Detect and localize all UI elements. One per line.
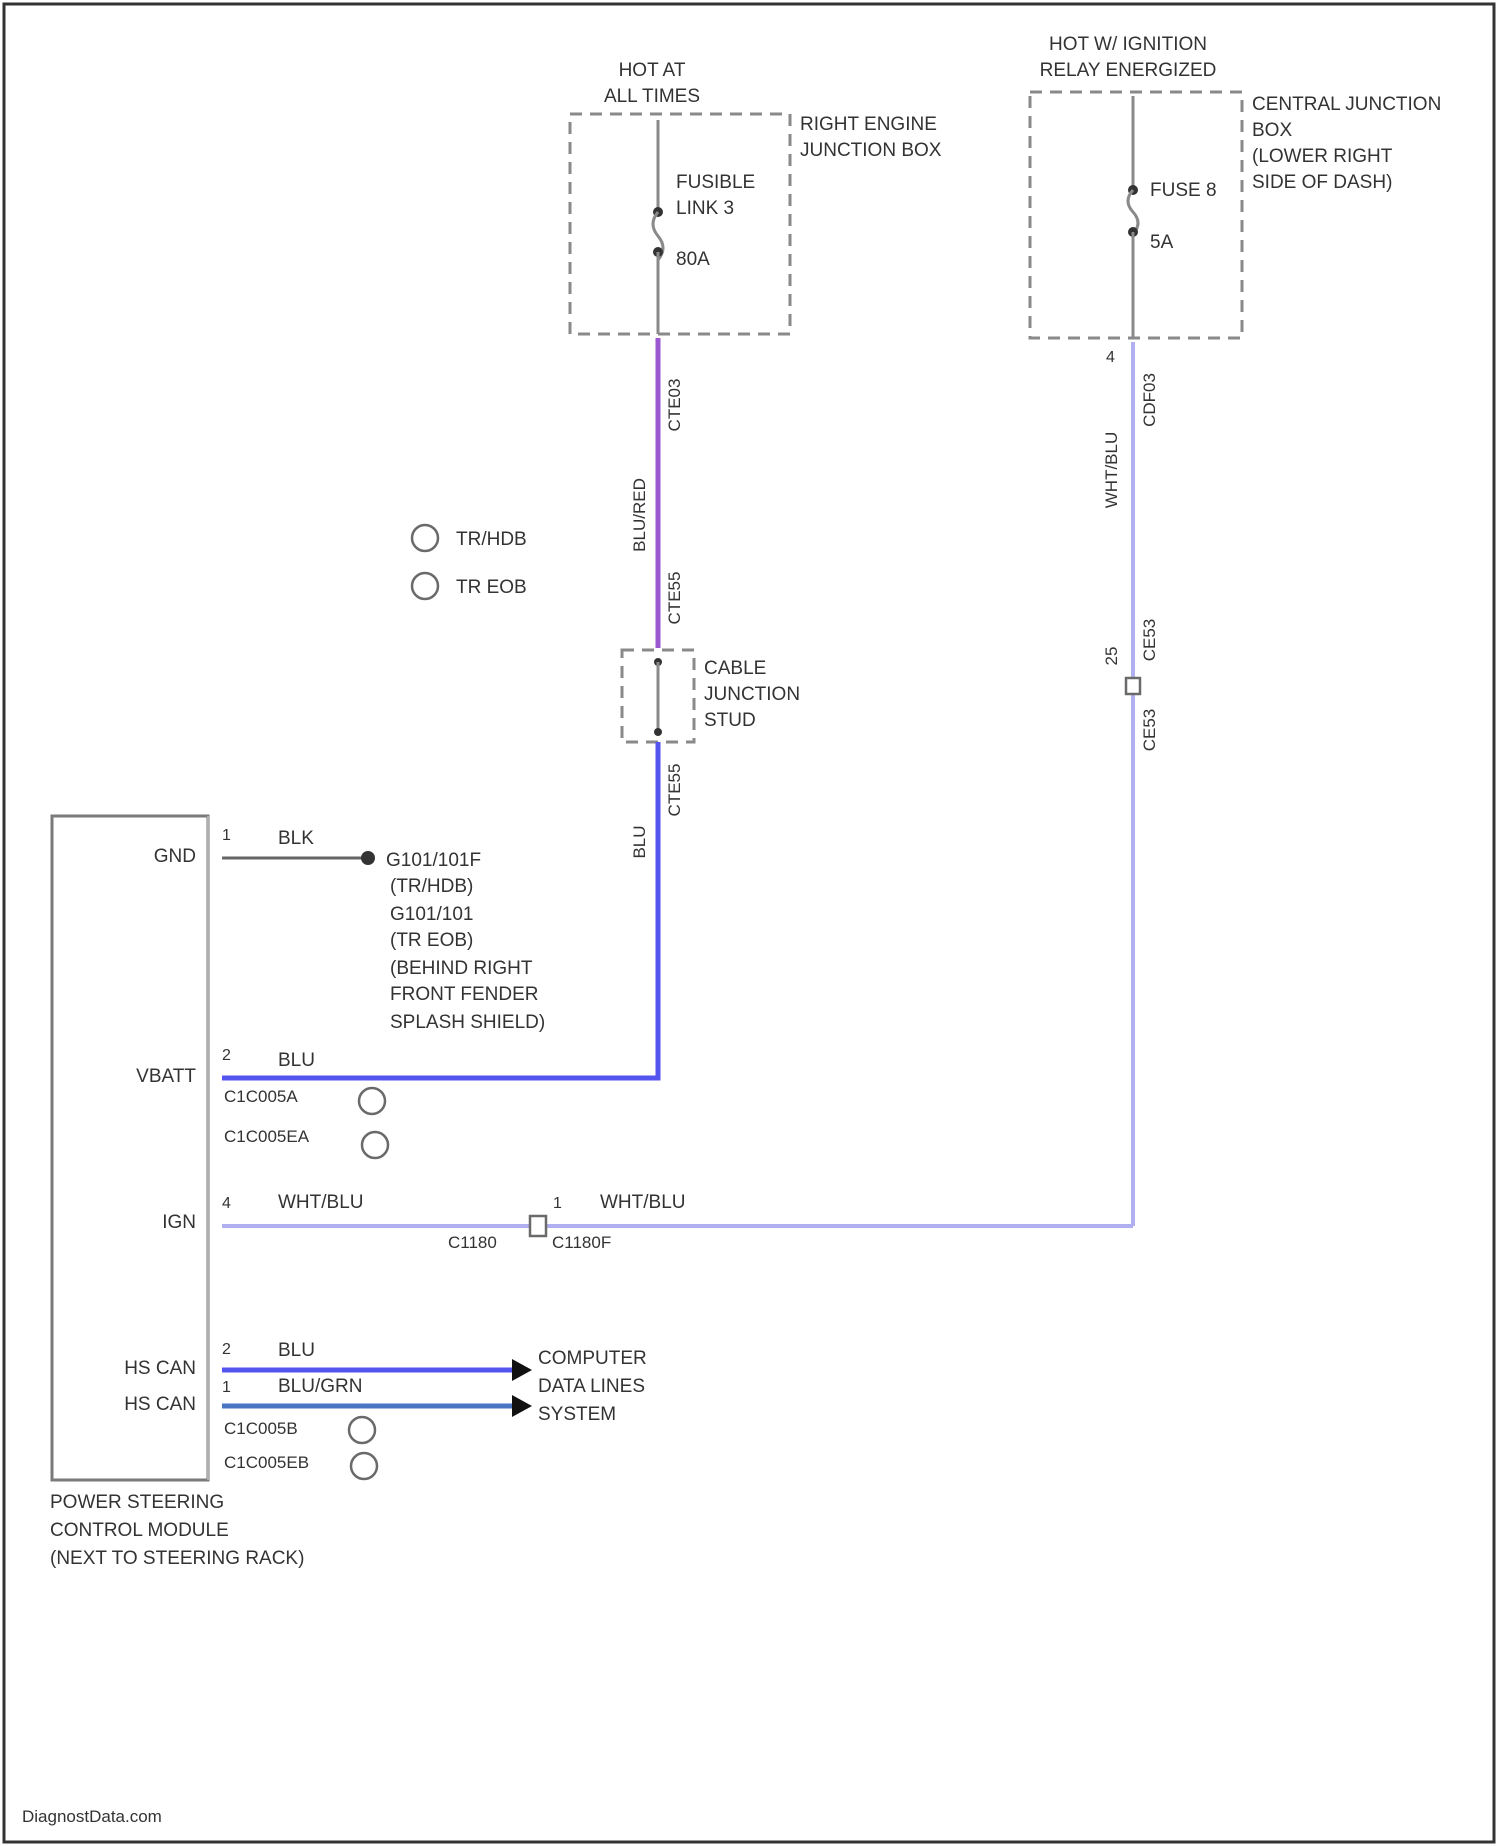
ground-label-line2: (TR/HDB)	[390, 876, 473, 897]
cjb-pin-number: 4	[1106, 349, 1115, 366]
can-destination-line1: COMPUTER	[538, 1348, 647, 1369]
wht-blu-pin-label: 25	[1102, 647, 1121, 666]
fuse-8-label: FUSE 8	[1150, 180, 1217, 201]
connector-c1180: C1180	[448, 1233, 497, 1252]
gnd-pin-number: 1	[222, 827, 231, 844]
hs-can-high-pin-number: 2	[222, 1341, 231, 1358]
hot-at-all-times-line1: HOT AT	[619, 60, 686, 81]
hot-w-ignition-line2: RELAY ENERGIZED	[1040, 60, 1217, 81]
inline-connector-marker	[1126, 678, 1140, 694]
cable-junction-stud-line2: JUNCTION	[704, 684, 800, 705]
rejb-label-line1: RIGHT ENGINE	[800, 114, 937, 135]
watermark-text: DiagnostData.com	[22, 1807, 162, 1826]
vbatt-circuit-label: CTE55	[665, 764, 684, 817]
cjb-label-line1: CENTRAL JUNCTION	[1252, 94, 1441, 115]
cjb-label-line4: SIDE OF DASH)	[1252, 172, 1392, 193]
connector-c1c005a: C1C005A	[224, 1087, 298, 1106]
can-destination-line3: SYSTEM	[538, 1404, 616, 1425]
hs-can-low-color: BLU/GRN	[278, 1376, 362, 1397]
module-name-line2: CONTROL MODULE	[50, 1520, 229, 1541]
module-pin-vbatt-label: VBATT	[136, 1066, 196, 1087]
ign-wire-color-right: WHT/BLU	[600, 1192, 686, 1213]
module-pin-ign-label: IGN	[162, 1212, 196, 1233]
ign-connector-pin: 1	[553, 1195, 562, 1212]
wht-blu-lower-circuit-a: CE53	[1140, 619, 1159, 662]
ign-wire-color-left: WHT/BLU	[278, 1192, 364, 1213]
c1180-inline-connector	[530, 1216, 546, 1236]
can-destination-line2: DATA LINES	[538, 1376, 645, 1397]
ground-label-line7: SPLASH SHIELD)	[390, 1012, 545, 1033]
variant-tr-eob-label: TR EOB	[456, 577, 527, 598]
ground-label-line1: G101/101F	[386, 850, 481, 871]
module-name-line3: (NEXT TO STEERING RACK)	[50, 1548, 304, 1569]
connector-c1180f: C1180F	[552, 1233, 611, 1252]
connector-c1c005ea: C1C005EA	[224, 1127, 310, 1146]
cjb-label-line2: BOX	[1252, 120, 1292, 141]
blu-red-color-label: BLU/RED	[630, 478, 649, 552]
ground-label-line5: (BEHIND RIGHT	[390, 958, 533, 979]
power-steering-control-module-box	[52, 816, 208, 1480]
module-pin-hs-can-high-label: HS CAN	[124, 1358, 196, 1379]
ground-terminal-dot	[361, 851, 375, 865]
variant-tr-hdb-label: TR/HDB	[456, 529, 527, 550]
connector-c1c005b: C1C005B	[224, 1419, 298, 1438]
connector-c1c005b-variant-marker	[349, 1417, 375, 1443]
hs-can-high-arrow-icon	[512, 1359, 532, 1381]
hot-at-all-times-line2: ALL TIMES	[604, 86, 700, 107]
ground-label-line6: FRONT FENDER	[390, 984, 538, 1005]
ground-wire-color: BLK	[278, 828, 314, 849]
blu-red-circuit-label: CTE03	[665, 379, 684, 432]
rejb-label-line2: JUNCTION BOX	[800, 140, 942, 161]
wht-blu-circuit-label: CDF03	[1140, 373, 1159, 427]
module-name-line1: POWER STEERING	[50, 1492, 224, 1513]
ground-label-line4: (TR EOB)	[390, 930, 473, 951]
hs-can-high-color: BLU	[278, 1340, 315, 1361]
connector-c1c005eb: C1C005EB	[224, 1453, 309, 1472]
right-engine-junction-box	[570, 114, 790, 334]
cjb-label-line3: (LOWER RIGHT	[1252, 146, 1393, 167]
module-pin-gnd-label: GND	[154, 846, 196, 867]
variant-marker-tr-hdb	[412, 525, 438, 551]
connector-c1c005a-variant-marker	[359, 1088, 385, 1114]
hs-can-low-arrow-icon	[512, 1395, 532, 1417]
fusible-link-label-line2: LINK 3	[676, 198, 734, 219]
fusible-link-label-line1: FUSIBLE	[676, 172, 755, 193]
vbatt-pin-number: 2	[222, 1047, 231, 1064]
stud-terminal-bottom	[654, 728, 662, 736]
cable-junction-stud-line3: STUD	[704, 710, 756, 731]
wht-blu-lower-circuit-b: CE53	[1140, 709, 1159, 752]
wht-blu-color-label-vertical: WHT/BLU	[1102, 432, 1121, 509]
cable-junction-stud-line1: CABLE	[704, 658, 766, 679]
hot-w-ignition-line1: HOT W/ IGNITION	[1049, 34, 1207, 55]
blu-red-lower-circuit-label: CTE55	[665, 572, 684, 625]
variant-marker-tr-eob	[412, 573, 438, 599]
connector-c1c005eb-variant-marker	[351, 1453, 377, 1479]
vbatt-wire-color: BLU	[278, 1050, 315, 1071]
ign-pin-number: 4	[222, 1195, 231, 1212]
module-pin-hs-can-low-label: HS CAN	[124, 1394, 196, 1415]
hs-can-low-pin-number: 1	[222, 1379, 231, 1396]
connector-c1c005ea-variant-marker	[362, 1132, 388, 1158]
fusible-link-rating: 80A	[676, 249, 710, 270]
fuse-8-rating: 5A	[1150, 232, 1174, 253]
ground-label-line3: G101/101	[390, 904, 473, 925]
vbatt-color-label-vertical: BLU	[630, 825, 649, 858]
